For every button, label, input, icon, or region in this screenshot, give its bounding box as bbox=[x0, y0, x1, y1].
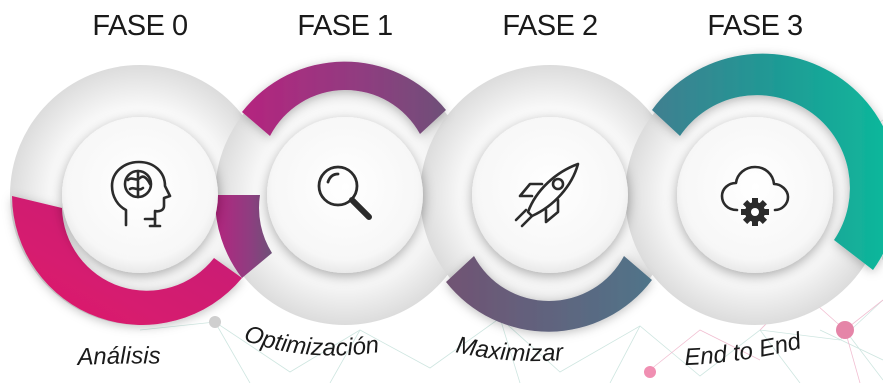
ribbon-segment-0 bbox=[12, 196, 242, 325]
phase-0-title: FASE 0 bbox=[92, 10, 188, 42]
medallion-3 bbox=[677, 117, 833, 273]
caption-1: Optimización bbox=[241, 320, 380, 361]
phase-3-title: FASE 3 bbox=[707, 10, 803, 42]
ribbon-segment-3 bbox=[652, 53, 883, 270]
head-brain-icon bbox=[110, 160, 172, 228]
caption-0: Análisis bbox=[75, 342, 161, 371]
ribbon-segment-2 bbox=[446, 256, 652, 332]
ribbon-segment-1 bbox=[242, 61, 446, 137]
medallion-1 bbox=[267, 117, 423, 273]
medallion-0 bbox=[62, 117, 218, 273]
ribbon-segment-1-lower bbox=[214, 195, 272, 278]
phase-2-title: FASE 2 bbox=[502, 10, 598, 42]
caption-2: Maximizar bbox=[454, 332, 565, 368]
rocket-icon bbox=[514, 162, 580, 228]
cloud-gear-icon bbox=[720, 165, 790, 226]
magnifier-icon bbox=[317, 165, 372, 220]
medallion-2 bbox=[472, 117, 628, 273]
phase-1-title: FASE 1 bbox=[297, 10, 393, 42]
